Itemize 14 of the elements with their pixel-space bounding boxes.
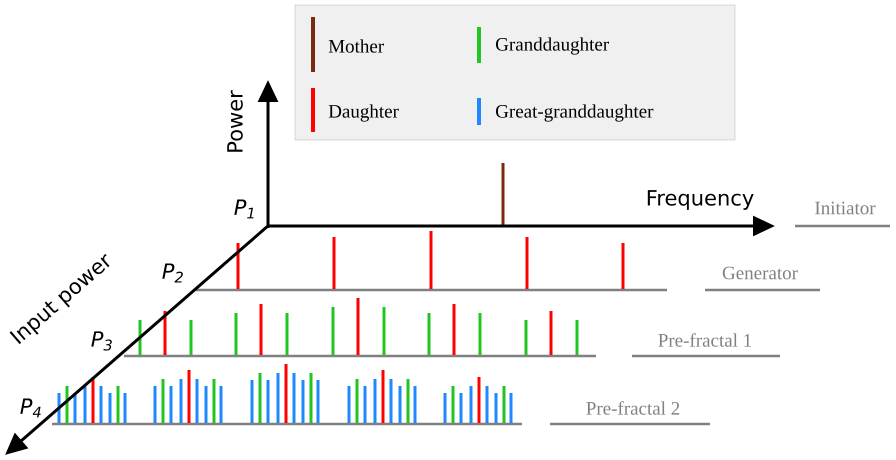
row-label: Generator bbox=[722, 266, 798, 280]
legend-label: Mother bbox=[328, 39, 384, 53]
row-label: Initiator bbox=[815, 202, 876, 214]
legend-label: Granddaughter bbox=[496, 37, 609, 55]
level-label: P$_{2}$ bbox=[162, 263, 183, 283]
level-label: P$_{4}$ bbox=[20, 398, 41, 418]
axis-label: Frequency bbox=[648, 190, 754, 210]
level-label: P$_{3}$ bbox=[91, 331, 112, 351]
axis-label: Power bbox=[227, 90, 243, 152]
level-label: P$_{1}$ bbox=[234, 200, 254, 218]
legend-label: Great-granddaughter bbox=[496, 104, 654, 122]
row-label: Pre-fractal 2 bbox=[586, 401, 680, 415]
legend-label: Daughter bbox=[328, 104, 399, 122]
row-label: Pre-fractal 1 bbox=[658, 333, 752, 347]
